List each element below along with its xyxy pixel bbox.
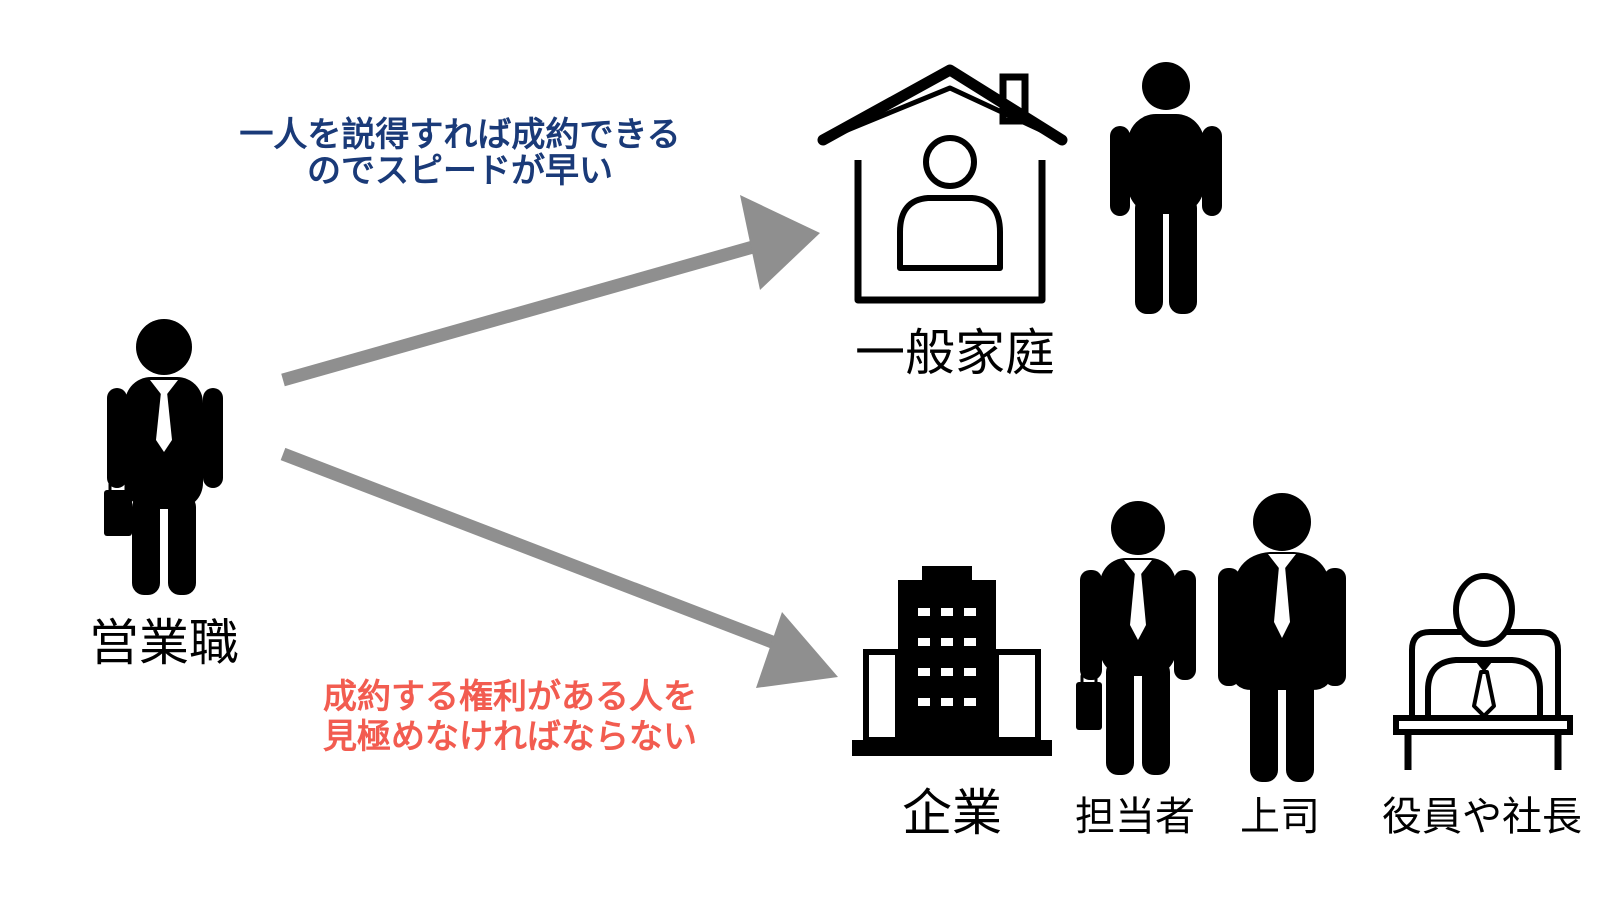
company-caption-line1: 成約する権利がある人を xyxy=(323,677,697,717)
role-label-boss: 上司 xyxy=(1240,794,1320,840)
role-label-executive: 役員や社長 xyxy=(1382,794,1582,840)
role-label-staff: 担当者 xyxy=(1075,794,1195,840)
salesperson-label: 営業職 xyxy=(89,614,239,672)
company-caption-line2: 見極めなければならない xyxy=(323,717,697,757)
boss-icon xyxy=(1218,493,1346,782)
executive-at-desk-icon xyxy=(1393,573,1573,770)
household-caption-line2: のでスピードが早い xyxy=(307,151,613,191)
businessman-with-briefcase-icon xyxy=(104,319,223,595)
household-caption-line1: 一人を説得すれば成約できる xyxy=(239,115,680,155)
office-building-icon xyxy=(852,566,1052,756)
company-label: 企業 xyxy=(902,784,1002,842)
person-icon xyxy=(1110,62,1222,314)
household-label: 一般家庭 xyxy=(855,324,1055,382)
arrow-to-company xyxy=(280,447,838,688)
staff-with-briefcase-icon xyxy=(1076,501,1196,775)
house-with-person-icon xyxy=(817,64,1068,304)
arrow-to-household xyxy=(281,195,820,387)
